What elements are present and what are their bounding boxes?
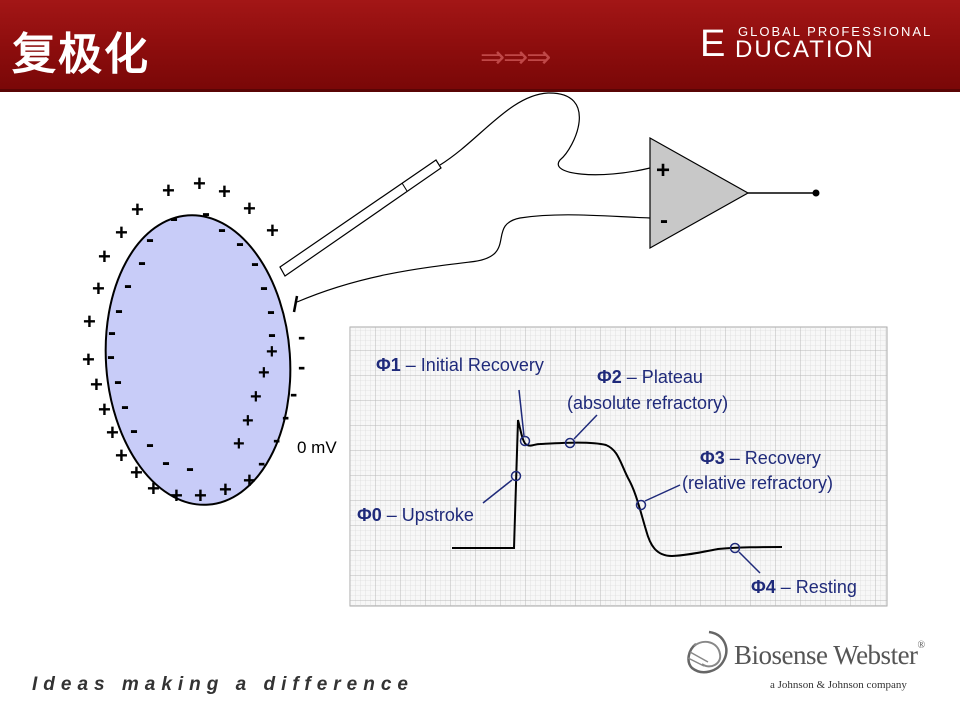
svg-text:-: -	[218, 216, 226, 243]
outer-plus-charges: + + + + + + + + + + + + + + + + + + + + …	[82, 171, 279, 508]
action-potential-trace	[452, 419, 783, 558]
svg-text:+: +	[242, 410, 254, 432]
outer-minus-charges: - - - - - -	[258, 324, 305, 475]
svg-text:-: -	[298, 324, 305, 349]
svg-text:-: -	[260, 274, 268, 301]
svg-text:-: -	[138, 249, 146, 276]
header-bar	[0, 0, 960, 89]
svg-text:-: -	[146, 431, 154, 458]
svg-text:-: -	[258, 450, 265, 475]
education-logo-bottom: DUCATION	[735, 36, 875, 63]
svg-text:+: +	[98, 244, 111, 269]
probe-wire-lower	[296, 214, 651, 303]
svg-text:-: -	[251, 250, 259, 277]
svg-text:-: -	[170, 205, 178, 232]
svg-text:+: +	[92, 276, 105, 301]
phase3-sublabel: (relative refractory)	[682, 473, 833, 493]
svg-text:+: +	[131, 197, 144, 222]
phase4-label: Φ4 – Resting	[751, 577, 857, 597]
svg-text:+: +	[243, 468, 256, 493]
svg-text:-: -	[130, 417, 138, 444]
svg-text:-: -	[162, 449, 170, 476]
phase2-label: Φ2 – Plateau	[597, 367, 703, 387]
svg-text:+: +	[243, 196, 256, 221]
footer-tagline: Ideas making a difference	[32, 674, 414, 695]
svg-text:+: +	[266, 341, 278, 363]
education-logo-top: GLOBAL PROFESSIONAL	[738, 24, 933, 39]
svg-text:-: -	[268, 321, 276, 348]
svg-text:+: +	[193, 171, 206, 196]
svg-text:+: +	[162, 178, 175, 203]
svg-text:-: -	[290, 381, 297, 406]
svg-text:-: -	[121, 393, 129, 420]
svg-text:-: -	[282, 404, 289, 429]
amplifier-output-node	[812, 189, 820, 197]
svg-text:+: +	[130, 460, 143, 485]
svg-text:-: -	[146, 226, 154, 253]
decorative-arrows-icon: ⇒⇒⇒	[480, 40, 551, 75]
slide-title: 复极化	[12, 29, 150, 80]
svg-text:-: -	[298, 354, 305, 379]
header-divider	[0, 89, 960, 92]
amp-plus-label: +	[656, 157, 670, 184]
svg-text:+: +	[115, 443, 128, 468]
electrode-probe	[279, 159, 442, 277]
probe-wire-upper	[439, 92, 651, 176]
amplifier-triangle	[649, 136, 750, 250]
svg-text:-: -	[202, 200, 210, 227]
svg-text:+: +	[147, 476, 160, 501]
svg-text:+: +	[83, 309, 96, 334]
phase1-label: Φ1 – Initial Recovery	[376, 355, 544, 375]
svg-text:-: -	[114, 368, 122, 395]
svg-text:-: -	[186, 455, 194, 482]
amp-minus-label: -	[660, 207, 668, 234]
svg-text:+: +	[233, 433, 245, 455]
svg-text:+: +	[170, 483, 183, 508]
svg-text:+: +	[219, 477, 232, 502]
svg-text:-: -	[124, 272, 132, 299]
svg-text:-: -	[267, 298, 275, 325]
svg-text:+: +	[82, 347, 95, 372]
phase0-label: Φ0 – Upstroke	[357, 505, 474, 525]
svg-text:+: +	[250, 386, 262, 408]
biosense-logo-icon	[687, 630, 728, 674]
svg-text:+: +	[266, 218, 279, 243]
svg-text:+: +	[90, 372, 103, 397]
inner-minus-charges: - - - - - - - - - - - - - - - - - - - -	[107, 200, 276, 482]
cell-body	[104, 214, 292, 506]
svg-text:+: +	[194, 483, 207, 508]
reference-electrode	[292, 295, 299, 313]
company-name: Biosense Webster®	[734, 640, 925, 670]
svg-text:+: +	[115, 220, 128, 245]
svg-text:-: -	[236, 230, 244, 257]
phase-markers	[482, 389, 761, 574]
svg-text:-: -	[107, 343, 115, 370]
svg-text:+: +	[258, 362, 270, 384]
phase2-sublabel: (absolute refractory)	[567, 393, 728, 413]
company-subtitle: a Johnson & Johnson company	[770, 679, 907, 691]
phase3-label: Φ3 – Recovery	[700, 448, 821, 468]
svg-text:-: -	[273, 427, 280, 452]
education-logo-e: E	[700, 23, 726, 65]
svg-text:+: +	[98, 397, 111, 422]
svg-text:-: -	[115, 297, 123, 324]
zero-mv-label: 0 mV	[297, 438, 337, 457]
svg-text:+: +	[106, 420, 119, 445]
svg-text:+: +	[218, 179, 231, 204]
svg-text:-: -	[108, 319, 116, 346]
inner-plus-charges: + + + + +	[233, 341, 278, 455]
